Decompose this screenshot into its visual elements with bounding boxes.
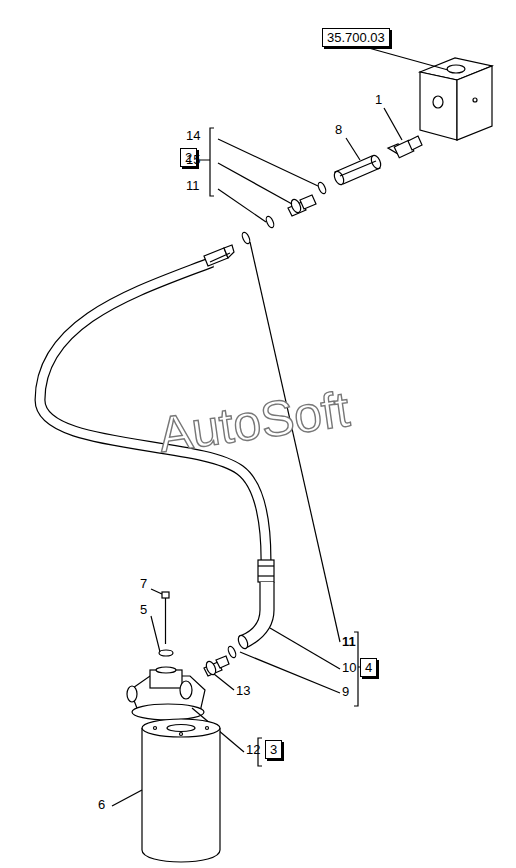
group-box: 3 (265, 740, 282, 759)
valve-block (420, 58, 492, 140)
callout-number: 11 (342, 634, 356, 649)
fitting-1 (388, 136, 422, 158)
ring-11 (265, 215, 276, 228)
callout-number: 14 (186, 128, 200, 143)
callout-number: 5 (140, 602, 147, 617)
group-box: 4 (360, 658, 377, 677)
filter-6 (142, 719, 220, 862)
washer-5 (159, 650, 173, 656)
o-ring-14 (317, 181, 328, 194)
reference-box: 35.700.03 (322, 28, 390, 47)
box-text: 3 (270, 742, 277, 757)
callout-number: 9 (342, 684, 349, 699)
box-text: 35.700.03 (327, 30, 385, 45)
callout-number: 8 (335, 122, 342, 137)
ring-9 (227, 645, 238, 658)
callout-number: 12 (246, 742, 260, 757)
callout-number: 1 (375, 92, 382, 107)
filter-head-12 (127, 667, 205, 720)
callout-number: 11 (186, 178, 200, 193)
callout-number: 15 (186, 152, 200, 167)
callout-number: 13 (236, 683, 250, 698)
callout-number: 7 (140, 576, 147, 591)
bolt-7 (162, 592, 169, 644)
callout-number: 10 (342, 660, 356, 675)
fitting-15 (288, 195, 316, 216)
box-text: 4 (365, 660, 372, 675)
watermark: AutoSoft (155, 382, 352, 462)
coupler-8 (332, 154, 382, 186)
callout-number: 6 (98, 797, 105, 812)
fitting-13 (204, 656, 229, 676)
